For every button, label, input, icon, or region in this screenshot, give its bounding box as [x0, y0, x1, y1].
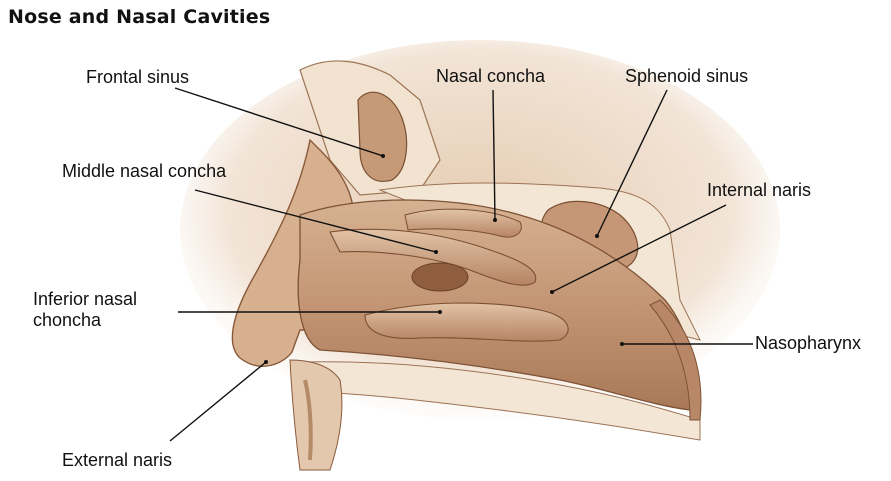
arrowhead-nasal-concha: [493, 218, 497, 222]
arrowhead-middle-concha: [434, 250, 438, 254]
arrowhead-inferior-concha: [438, 310, 442, 314]
label-inferior-nasal-concha-line1: Inferior nasal: [33, 289, 203, 310]
arrowhead-sphenoid-sinus: [595, 234, 599, 238]
arrowhead-external-naris: [264, 360, 268, 364]
label-frontal-sinus: Frontal sinus: [86, 67, 189, 88]
arrowhead-internal-naris: [550, 290, 554, 294]
label-inferior-nasal-concha: Inferior nasal choncha: [33, 289, 203, 331]
leader-external-naris: [170, 362, 266, 441]
label-middle-nasal-concha: Middle nasal concha: [62, 161, 226, 182]
label-inferior-nasal-concha-line2: choncha: [33, 310, 203, 331]
label-external-naris: External naris: [62, 450, 172, 471]
label-nasal-concha: Nasal concha: [436, 66, 545, 87]
label-nasopharynx: Nasopharynx: [755, 333, 861, 354]
label-sphenoid-sinus: Sphenoid sinus: [625, 66, 748, 87]
middle-meatus: [412, 263, 468, 291]
label-internal-naris: Internal naris: [707, 180, 811, 201]
arrowhead-frontal-sinus: [381, 154, 385, 158]
upper-lip: [290, 360, 342, 470]
arrowhead-nasopharynx: [620, 342, 624, 346]
